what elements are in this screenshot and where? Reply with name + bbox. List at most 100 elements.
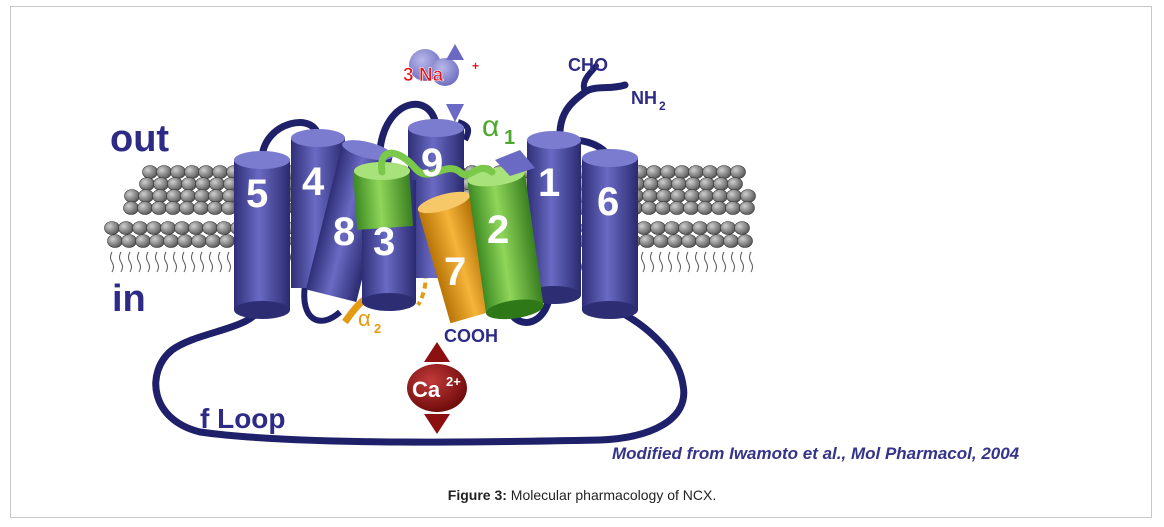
lipid-headgroup	[104, 221, 120, 235]
lipid-headgroup	[685, 177, 701, 191]
lipid-headgroup	[636, 221, 652, 235]
lipid-headgroup	[202, 221, 218, 235]
lipid-headgroup	[655, 201, 671, 215]
lipid-headgroup	[209, 177, 225, 191]
lipid-tail	[173, 251, 177, 273]
lipid-headgroup	[174, 221, 190, 235]
lipid-headgroup	[699, 177, 715, 191]
lipid-headgroup	[177, 234, 193, 248]
lipid-headgroup	[643, 177, 659, 191]
lipid-headgroup	[669, 201, 685, 215]
helix-label-9: 9	[421, 141, 443, 185]
lipid-tail	[155, 251, 159, 273]
lipid-headgroup	[137, 201, 153, 215]
lipid-tail	[209, 251, 213, 273]
n-terminus-path	[556, 81, 629, 144]
lipid-tail	[677, 251, 681, 273]
lipid-headgroup	[660, 165, 676, 179]
lipid-headgroup	[737, 234, 753, 248]
lipid-headgroup	[670, 189, 686, 203]
lipid-headgroup	[132, 221, 148, 235]
lipid-headgroup	[650, 221, 666, 235]
lipid-headgroup	[124, 189, 140, 203]
lipid-headgroup	[739, 201, 755, 215]
helix-3	[353, 162, 416, 311]
lipid-tail	[128, 251, 132, 273]
lipid-tail	[191, 251, 195, 273]
helix-label-5: 5	[246, 172, 268, 216]
figure-number: Figure 3:	[447, 487, 507, 503]
lipid-headgroup	[216, 221, 232, 235]
helix-label-2: 2	[487, 208, 509, 252]
lipid-tail	[227, 251, 231, 273]
helix-7	[417, 191, 503, 324]
lipid-headgroup	[684, 189, 700, 203]
cho-tail-path	[580, 63, 599, 95]
helix-label-7: 7	[444, 250, 466, 294]
lipid-headgroup	[184, 165, 200, 179]
alpha2-label: α	[358, 306, 371, 331]
lipid-tail	[731, 251, 735, 273]
lipid-headgroup	[146, 221, 162, 235]
lipid-headgroup	[207, 201, 223, 215]
outside-label: out	[110, 118, 170, 160]
helix-label-3: 3	[373, 220, 395, 264]
helix-labels: 5 4 8 3 9 7 2 1 6	[246, 141, 619, 294]
helix-1-cap	[495, 150, 535, 176]
lipid-tail	[218, 251, 222, 273]
figure-caption-text: Molecular pharmacology of NCX.	[506, 487, 717, 503]
lipid-headgroup	[139, 177, 155, 191]
lipid-tail	[686, 251, 690, 273]
lipid-headgroup	[121, 234, 137, 248]
helix-label-6: 6	[597, 180, 619, 224]
lipid-headgroup	[191, 234, 207, 248]
alpha1-label: α	[482, 110, 499, 143]
lipid-headgroup	[698, 189, 714, 203]
lipid-tail	[641, 251, 645, 273]
lipid-headgroup	[149, 234, 165, 248]
lipid-headgroup	[142, 165, 158, 179]
lipid-headgroup	[181, 177, 197, 191]
lipid-headgroup	[219, 234, 235, 248]
helix-2	[467, 166, 544, 320]
lipid-tail	[668, 251, 672, 273]
lipid-tail	[119, 251, 123, 273]
lipid-headgroup	[179, 201, 195, 215]
lipid-headgroup	[205, 234, 221, 248]
helix-label-8: 8	[333, 210, 355, 254]
lipid-headgroup	[720, 221, 736, 235]
lipid-headgroup	[160, 221, 176, 235]
lipid-headgroup	[671, 177, 687, 191]
lipid-tail	[722, 251, 726, 273]
lipid-headgroup	[688, 165, 704, 179]
lipid-headgroup	[692, 221, 708, 235]
f-loop-path	[152, 300, 688, 446]
lipid-headgroup	[198, 165, 214, 179]
lipid-headgroup	[723, 234, 739, 248]
alpha2-subscript: 2	[374, 321, 381, 336]
lipid-headgroup	[727, 177, 743, 191]
cho-label: CHO	[568, 55, 608, 75]
lipid-tail	[146, 251, 150, 273]
lipid-headgroup	[170, 165, 186, 179]
alpha1-subscript: 1	[504, 127, 515, 149]
lipid-headgroup	[706, 221, 722, 235]
source-credit: Modified from Iwamoto et al., Mol Pharma…	[612, 444, 1020, 463]
lipid-headgroup	[151, 201, 167, 215]
lipid-headgroup	[163, 234, 179, 248]
ncx-topology-diagram: 5 4 8 3 9 7 2 1 6 3 Na + Ca 2+ CHO NH 2 …	[104, 44, 756, 446]
lipid-headgroup	[152, 189, 168, 203]
calcium-label: Ca	[412, 377, 441, 402]
lipid-headgroup	[646, 165, 662, 179]
lipid-headgroup	[138, 189, 154, 203]
lipid-headgroup	[711, 201, 727, 215]
lipid-headgroup	[683, 201, 699, 215]
loop-9-na	[456, 119, 472, 142]
lipid-tail	[182, 251, 186, 273]
inside-label: in	[112, 278, 146, 320]
helix-5	[234, 151, 290, 319]
lipid-tail	[659, 251, 663, 273]
lipid-headgroup	[695, 234, 711, 248]
lipid-tail	[200, 251, 204, 273]
lipid-headgroup	[107, 234, 123, 248]
